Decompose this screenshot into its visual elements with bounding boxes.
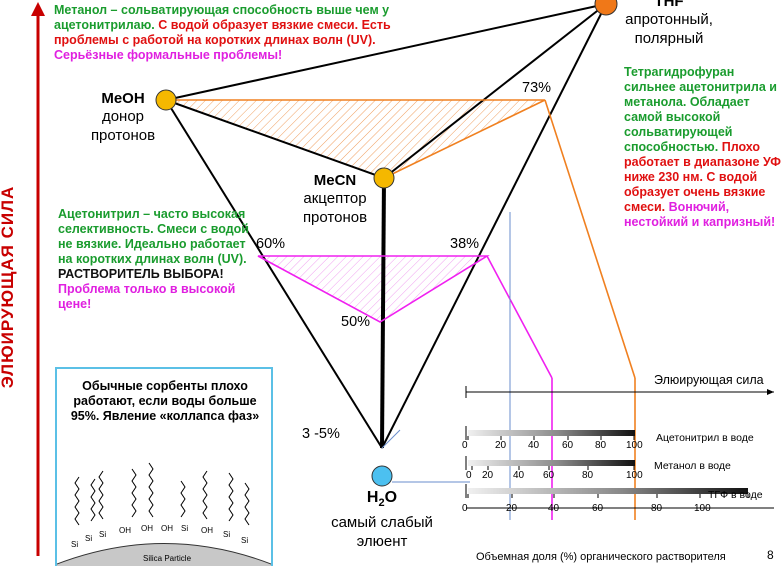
- tick-acn-80: 80: [595, 440, 607, 451]
- acetonitrile-note-magenta: Проблема только в высокой цене!: [58, 282, 236, 311]
- oh-label-2: OH: [141, 524, 153, 533]
- mecn-desc1: акцептор: [303, 190, 367, 207]
- acetonitrile-note: Ацетонитрил – часто высокая селективност…: [58, 207, 258, 312]
- meoh-desc2: протонов: [90, 127, 156, 144]
- bar-methanol: [468, 460, 635, 466]
- node-meoh[interactable]: [155, 89, 177, 111]
- edge-thf-water: [381, 3, 607, 449]
- tick-meoh-0: 0: [466, 470, 472, 481]
- meoh-name: MeOH: [101, 90, 145, 107]
- tick-thf-40: 40: [548, 503, 560, 514]
- tick-thf-80: 80: [651, 503, 663, 514]
- tick-meoh-60: 60: [543, 470, 555, 481]
- label-60: 60%: [256, 236, 286, 252]
- node-mecn[interactable]: [373, 167, 395, 189]
- oh-label-1: OH: [119, 526, 131, 535]
- edge-mecn-water: [380, 177, 386, 449]
- silica-particle-label: Silica Particle: [143, 554, 192, 563]
- phase-collapse-box: Обычные сорбенты плохо работают, если во…: [55, 367, 273, 566]
- thf-note-magenta: Вонючий, нестойкий и капризный!: [624, 200, 776, 229]
- water-name: H2O: [366, 489, 398, 510]
- si-label-5: Si: [223, 530, 230, 539]
- edge-meoh-mecn: [165, 99, 385, 179]
- methanol-note-red: С водой образует вязкие смеси. Есть проб…: [54, 18, 391, 47]
- si-label-6: Si: [241, 536, 248, 545]
- methanol-note: Метанол – сольватирующая способность выш…: [54, 3, 404, 63]
- acetonitrile-note-black: РАСТВОРИТЕЛЬ ВЫБОРА!: [58, 267, 224, 281]
- nomogram-ticks: [467, 436, 749, 498]
- mecn-name: MeCN: [313, 172, 357, 189]
- nomogram-title: Элюирующая сила: [654, 373, 764, 387]
- thf-note-red: Плохо работает в диапазоне УФ ниже 230 н…: [624, 140, 781, 214]
- tick-thf-60: 60: [592, 503, 604, 514]
- edge-meoh-water: [165, 99, 383, 449]
- bar-thf: [468, 488, 748, 494]
- mecn-label: MeCN акцептор протонов: [290, 172, 380, 227]
- thf-desc1: апротонный,: [625, 11, 713, 28]
- tick-meoh-20: 20: [482, 470, 494, 481]
- water-desc2: элюент: [356, 533, 408, 551]
- node-thf[interactable]: [594, 0, 618, 16]
- bar-acetonitrile: [468, 430, 635, 436]
- blue-guide-3-5: [381, 429, 401, 449]
- scale-name-acetonitrile: Ацетонитрил в воде: [656, 432, 754, 444]
- silica-illustration: Si Si Si OH OH OH Si OH Si Si Silica Par…: [57, 462, 271, 566]
- oh-label-4: OH: [201, 526, 213, 535]
- methanol-note-magenta: Серьёзные формальные проблемы!: [54, 48, 283, 62]
- tick-acn-100: 100: [626, 440, 643, 451]
- nomogram-xlabel: Объемная доля (%) органического раствори…: [476, 551, 726, 563]
- label-38: 38%: [450, 236, 480, 252]
- label-50: 50%: [341, 314, 371, 330]
- tick-acn-0: 0: [462, 440, 468, 451]
- orange-hatched-region: [166, 100, 545, 178]
- tick-meoh-80: 80: [582, 470, 594, 481]
- si-label-1: Si: [71, 540, 78, 549]
- thf-label: THF апротонный, полярный: [614, 0, 724, 48]
- magenta-to-nomogram: [486, 255, 553, 379]
- acetonitrile-note-green: Ацетонитрил – часто высокая селективност…: [58, 207, 249, 266]
- tick-thf-0: 0: [462, 503, 468, 514]
- page-number: 8: [767, 548, 774, 562]
- edge-meoh-thf: [165, 3, 607, 101]
- meoh-label: MeOH донор протонов: [78, 90, 168, 145]
- thf-name: THF: [654, 0, 684, 10]
- si-label-3: Si: [99, 530, 106, 539]
- eluting-power-axis-label: ЭЛЮИРУЮЩАЯ СИЛА: [0, 185, 17, 389]
- tick-meoh-40: 40: [513, 470, 525, 481]
- tick-acn-20: 20: [495, 440, 507, 451]
- nomogram-top-arrowhead: [767, 389, 774, 395]
- thf-note-green: Тетрагидрофуран сильнее ацетонитрила и м…: [624, 65, 777, 154]
- label-3-5: 3 -5%: [302, 426, 340, 442]
- si-label-4: Si: [181, 524, 188, 533]
- magenta-isoeluotropic-line: [257, 255, 490, 323]
- water-desc1: самый слабый: [331, 514, 433, 532]
- thf-desc2: полярный: [634, 30, 704, 47]
- orange-to-nomogram: [544, 99, 636, 379]
- label-73: 73%: [522, 80, 552, 96]
- tick-acn-60: 60: [562, 440, 574, 451]
- magenta-hatched-region: [258, 256, 487, 322]
- phase-collapse-text: Обычные сорбенты плохо работают, если во…: [70, 379, 260, 423]
- tick-acn-40: 40: [528, 440, 540, 451]
- silica-particle: [57, 543, 271, 566]
- scale-name-methanol: Метанол в воде: [654, 460, 731, 472]
- nomogram-svg: [465, 386, 774, 509]
- node-water[interactable]: [371, 465, 393, 487]
- meoh-desc1: донор: [101, 108, 145, 125]
- nomogram: Элюирующая сила Ацетонитрил в воде Метан…: [456, 370, 784, 566]
- thf-note: Тетрагидрофуран сильнее ацетонитрила и м…: [624, 65, 782, 230]
- edge-thf-mecn: [383, 3, 607, 179]
- scale-name-thf: ТГФ в воде: [708, 489, 763, 501]
- eluting-power-arrowhead: [31, 2, 45, 16]
- tick-meoh-100: 100: [626, 470, 643, 481]
- oh-label-3: OH: [161, 524, 173, 533]
- tick-thf-100: 100: [694, 503, 711, 514]
- mecn-desc2: протонов: [302, 209, 368, 226]
- tick-thf-20: 20: [506, 503, 518, 514]
- si-label-2: Si: [85, 534, 92, 543]
- methanol-note-green: Метанол – сольватирующая способность выш…: [54, 3, 390, 32]
- water-label: H2O самый слабый элюент: [300, 488, 464, 551]
